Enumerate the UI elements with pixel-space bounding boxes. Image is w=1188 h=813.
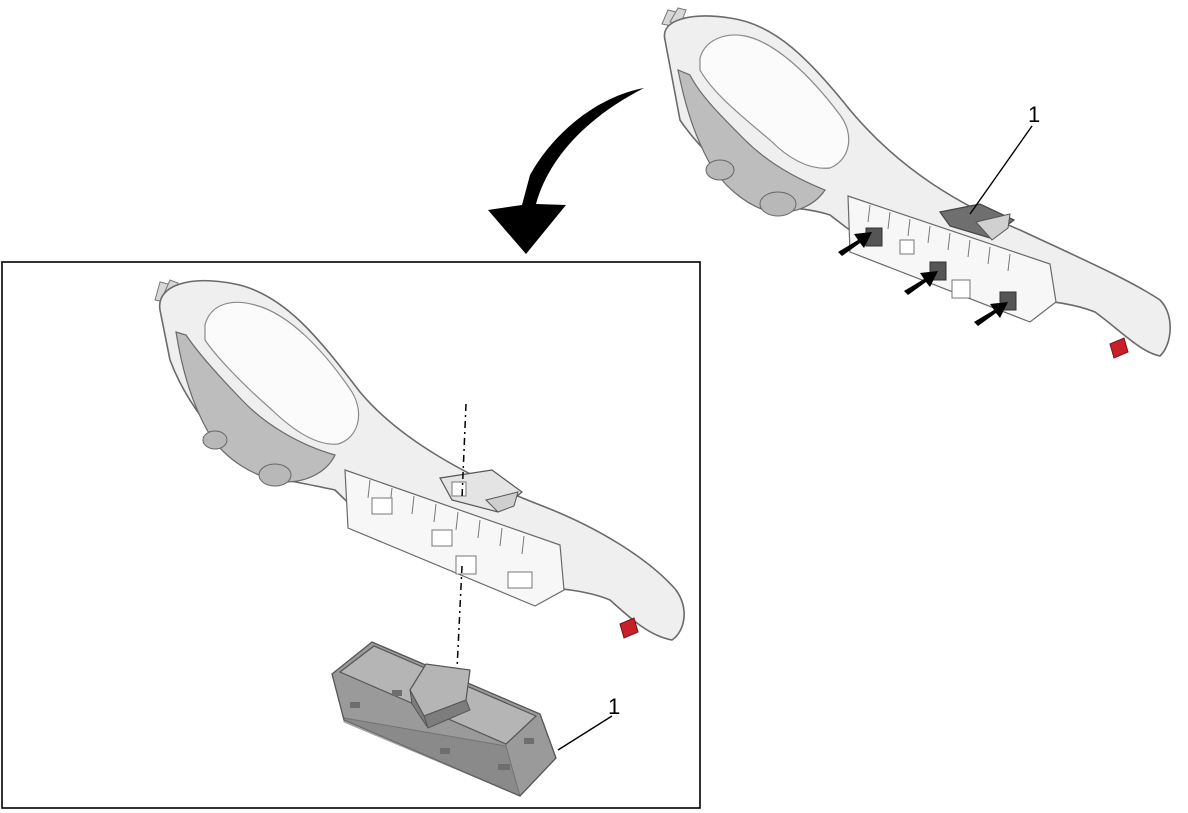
- leader-line-inset: [557, 715, 613, 751]
- bracket-teeth-top: [867, 204, 1011, 272]
- curved-down-arrow-icon: [488, 88, 644, 254]
- black-pointer-arrow-icon: [904, 271, 938, 295]
- window-switch-part: [331, 641, 557, 797]
- detail-inset-frame: [1, 261, 701, 809]
- leader-line-top: [969, 125, 1033, 215]
- callout-label-top: 1: [1028, 102, 1040, 127]
- trim-panel-installed: [661, 7, 1171, 359]
- black-pointer-arrow-icon: [974, 302, 1008, 326]
- trim-panel-exploded: [154, 279, 685, 641]
- black-pointer-arrow-icon: [838, 232, 872, 256]
- callout-label-inset: 1: [608, 694, 620, 719]
